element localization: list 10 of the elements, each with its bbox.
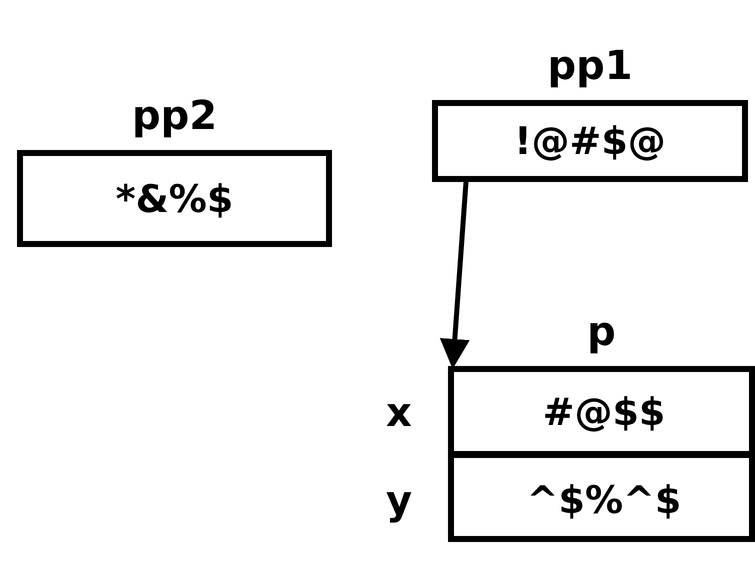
field-name: x [386,393,412,433]
value-text: !@#$@ [514,122,666,160]
variable-name: pp2 [132,96,218,136]
variable-name: p [587,312,616,352]
value-text: *&%$ [116,180,234,218]
variable-name: pp1 [547,46,633,86]
value-text: ^$%^$ [526,480,682,518]
pointer-arrow [440,182,470,369]
value-text: #@$$ [542,392,666,430]
field-name: y [386,481,412,521]
